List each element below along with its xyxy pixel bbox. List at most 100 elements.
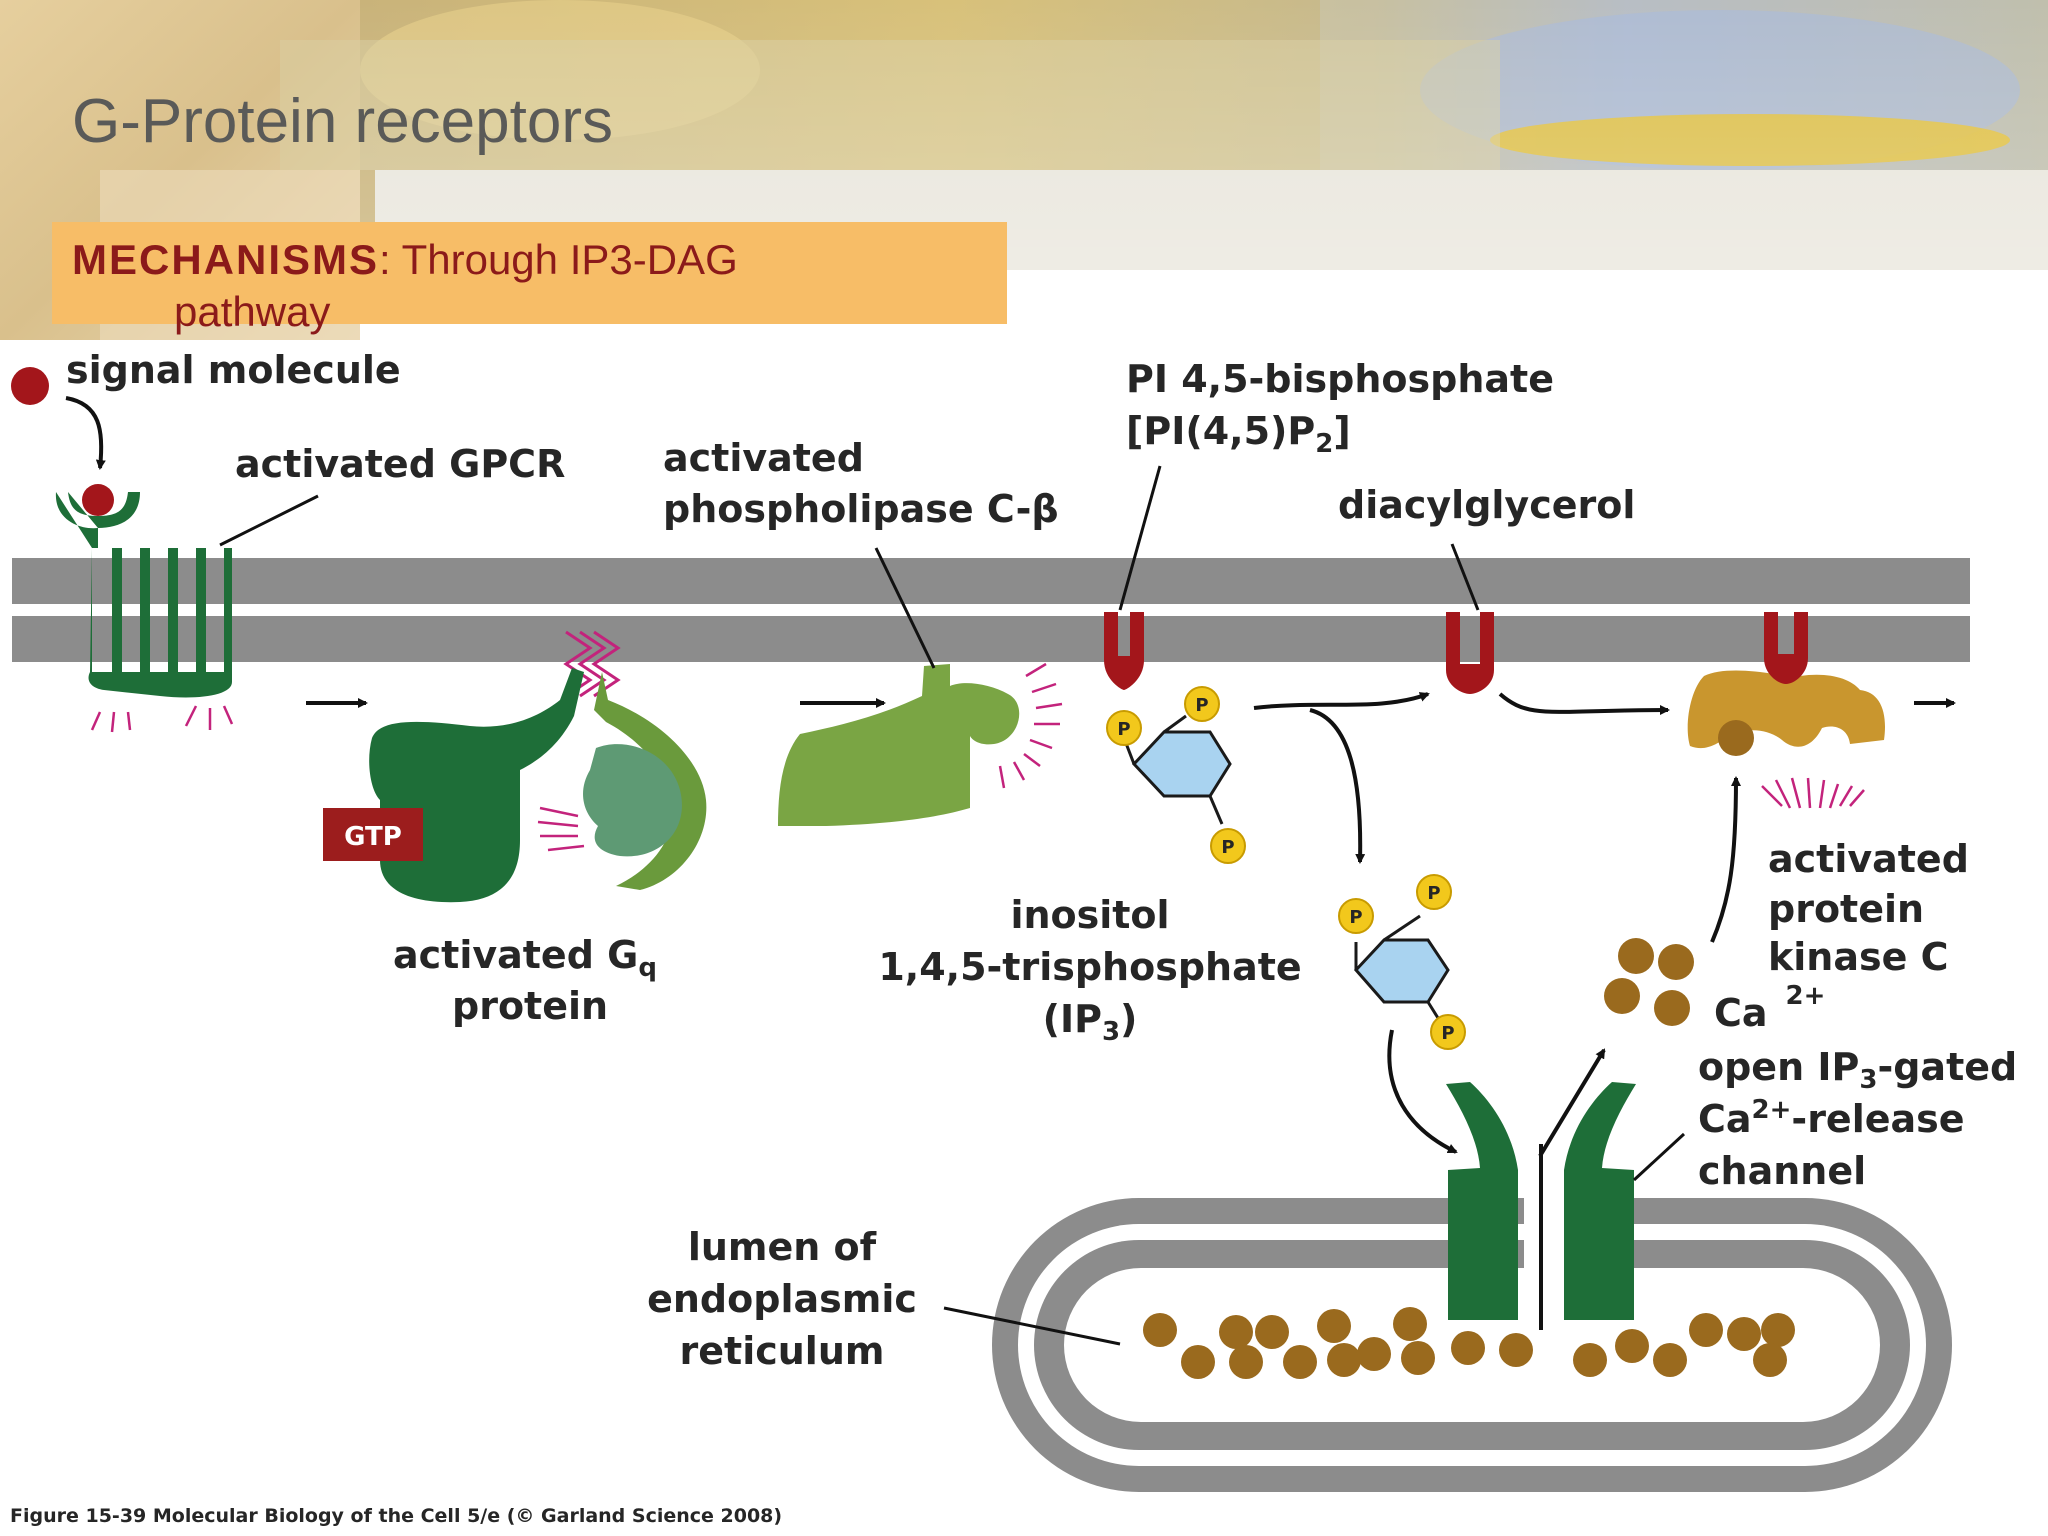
channel-left-subunit-icon [1446,1082,1518,1320]
subtitle-line-1: MECHANISMS: Through IP3-DAG [72,236,738,284]
pkc-bound-dag-icon [1764,612,1808,684]
calcium-ion-icon [1327,1343,1361,1377]
activated-protein-kinase-c: activated protein kinase C [1687,612,1969,979]
gq-alpha-subunit-icon [369,668,584,903]
signal-arrow [65,396,106,470]
er-calcium-store [1143,1307,1795,1379]
pkc-activation-rays [1761,777,1865,809]
inositol-ring-icon [1131,730,1232,798]
channel-label-line-1: open IP3-gated [1698,1045,2017,1095]
calcium-ion-icon [1653,1343,1687,1377]
ip3-label-line-1: inositol [1010,893,1169,937]
er-label-line-3: reticulum [680,1329,885,1373]
phosphate-icon: P [1338,898,1374,934]
dag-lipid-icon [1446,612,1494,694]
released-calcium-ions [1604,938,1694,1026]
calcium-ion-icon [1357,1337,1391,1371]
gtp-label: GTP [344,822,402,852]
channel-label-line-3: channel [1698,1149,1866,1193]
pkc-bound-calcium-icon [1718,720,1754,756]
plc-beta-icon [778,664,1020,826]
activated-phospholipase-c-beta: activated phospholipase C-β [663,436,1063,826]
membrane-outer-leaflet [12,558,1970,604]
dag-label-leader [1450,543,1480,611]
pip2-label-line-1: PI 4,5-bisphosphate [1126,357,1554,401]
membrane-inner-leaflet [12,616,1970,662]
arrow-to-ip3 [1309,708,1366,864]
calcium-ion-icon [1219,1315,1253,1349]
arrow-dag-to-pkc [1498,692,1670,716]
pip2-lipid-icon [1104,612,1144,690]
calcium-ion-icon [1499,1333,1533,1367]
plc-label-line-1: activated [663,436,864,480]
svg-text:P: P [1441,1023,1454,1044]
gpcr-activation-rays [90,705,234,733]
gq-beta-gamma-subunit-icon [594,672,707,890]
calcium-ion-icon [1618,938,1654,974]
dag-label: diacylglycerol [1338,483,1635,527]
ip3-gated-calcium-channel: open IP3-gated Ca2+-release channel [1446,1045,2017,1330]
endoplasmic-reticulum: lumen of endoplasmic reticulum [647,1196,1952,1492]
svg-text:P: P [1195,695,1208,716]
calcium-ion-icon [1451,1331,1485,1365]
calcium-ion-icon [1255,1315,1289,1349]
calcium-ion-icon [1181,1345,1215,1379]
arrow-ip3-to-channel [1387,1029,1458,1154]
inositol-ring-icon [1353,938,1450,1004]
calcium-ion-icon [1143,1313,1177,1347]
phosphate-icon: P [1184,686,1220,722]
calcium-ion-icon [1654,990,1690,1026]
er-label-line-2: endoplasmic [647,1277,917,1321]
subtitle-strong: MECHANISMS [72,236,380,283]
phosphate-bond [1208,795,1224,825]
pkc-label-line-1: activated [1768,837,1969,881]
gq-membrane-anchor [563,630,621,698]
calcium-ion-icon [1761,1313,1795,1347]
plasma-membrane [12,558,1970,662]
activated-gpcr: activated GPCR [55,442,565,733]
gpcr-label-leader [219,494,319,547]
gpcr-receptor-icon [55,492,232,698]
slide-title: G-Protein receptors [72,87,613,156]
calcium-ion-icon [1689,1313,1723,1347]
calcium-ion-icon [1229,1345,1263,1379]
gq-label-line-2: protein [452,984,608,1028]
plc-activation-rays [998,662,1063,789]
channel-gap [1524,1196,1570,1306]
subtitle-rest: : Through IP3-DAG [379,236,738,283]
arrow-to-dag [1253,692,1430,710]
ip3-molecule-cytosol: P P P inositol 1,4,5-trisphosphate (IP3) [878,686,1302,1047]
gq-label-line-1: activated Gq [393,933,657,983]
phosphate-icon: P [1106,710,1142,746]
phosphate-bond [1383,914,1421,942]
calcium-ion-icon [1615,1329,1649,1363]
signal-molecule: signal molecule [11,350,401,470]
calcium-ion-icon [1393,1307,1427,1341]
calcium-ion-icon [1401,1341,1435,1375]
signal-molecule-label: signal molecule [66,350,401,392]
pkc-label-line-2: protein [1768,887,1924,931]
svg-text:P: P [1117,719,1130,740]
activated-gq-protein: GTP activated Gq protein [323,630,707,1028]
pip2-label-line-2: [PI(4,5)P2] [1126,409,1351,459]
ip3-dag-pathway-diagram: signal molecule activated GPCR GTP activ… [11,350,2017,1492]
phosphate-icon: P [1430,1014,1466,1050]
calcium-ion-icon [1604,978,1640,1014]
calcium-ion-icon [1283,1345,1317,1379]
subtitle-line-2: pathway [174,288,331,335]
subtitle-box: MECHANISMS: Through IP3-DAG pathway [52,222,1007,335]
phosphate-bond [1426,1001,1440,1019]
arrow-calcium-release [1538,1048,1606,1158]
calcium-ion-icon [1753,1343,1787,1377]
pi-4-5-bisphosphate: PI 4,5-bisphosphate [PI(4,5)P2] [1104,357,1554,690]
ip3-label-line-3: (IP3) [1043,997,1138,1047]
calcium-ion-icon [1727,1317,1761,1351]
gtp-badge [323,808,423,861]
plc-label-line-2: phospholipase C-β [663,487,1059,531]
phosphate-icon: P [1416,874,1452,910]
ip3-molecule-near-channel: P P P [1338,874,1466,1050]
er-label-line-1: lumen of [688,1225,877,1269]
phosphate-bond [1163,714,1187,734]
pkc-label-line-3: kinase C [1768,935,1949,979]
